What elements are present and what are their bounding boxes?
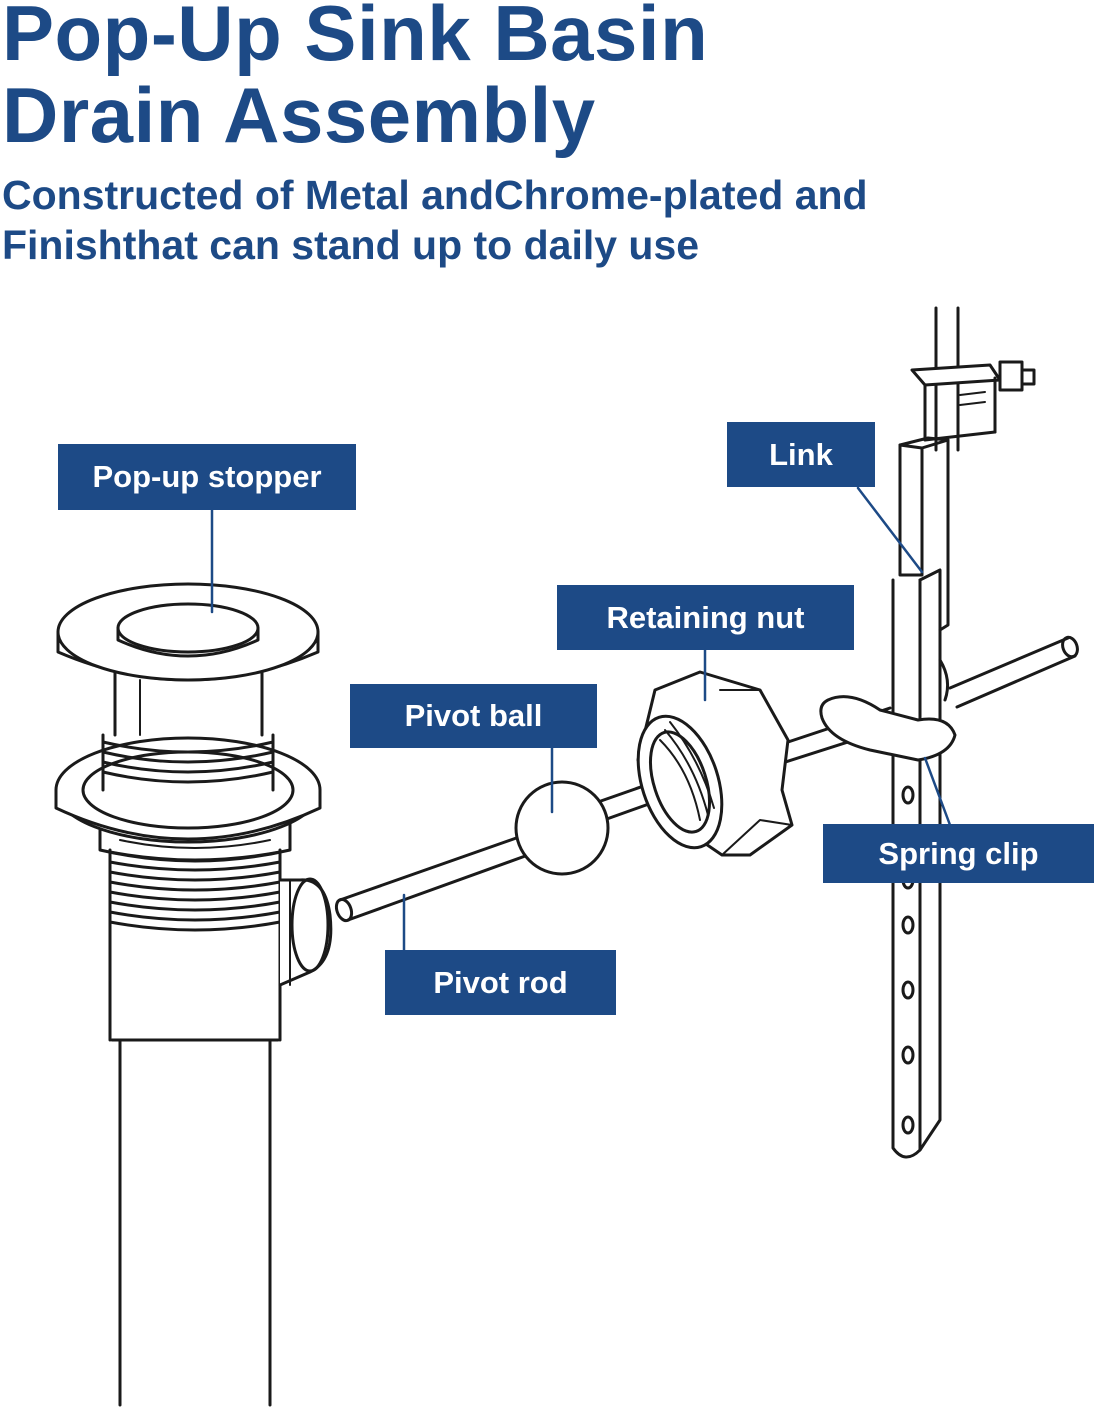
- drain-body-illustration: [54, 582, 333, 1407]
- title-line-1: Pop-Up Sink Basin: [2, 0, 709, 77]
- leader-spring-clip: [923, 756, 952, 827]
- label-pivot-rod: Pivot rod: [385, 950, 616, 1015]
- title-line-2: Drain Assembly: [2, 71, 596, 159]
- leader-lines: [210, 486, 952, 952]
- page-title: Pop-Up Sink Basin Drain Assembly: [2, 0, 708, 156]
- page-subtitle: Constructed of Metal andChrome-plated an…: [2, 170, 1082, 270]
- subtitle-line-2: Finishthat can stand up to daily use: [2, 222, 700, 268]
- pivot-ball-illustration: [514, 780, 610, 876]
- label-retaining-nut: Retaining nut: [557, 585, 854, 650]
- label-link: Link: [727, 422, 875, 487]
- label-pivot-ball: Pivot ball: [350, 684, 597, 748]
- leader-link: [856, 486, 924, 574]
- label-spring-clip: Spring clip: [823, 824, 1094, 883]
- label-popup-stopper: Pop-up stopper: [58, 444, 356, 510]
- retaining-nut-illustration: [636, 670, 794, 857]
- subtitle-line-1: Constructed of Metal andChrome-plated an…: [2, 172, 868, 218]
